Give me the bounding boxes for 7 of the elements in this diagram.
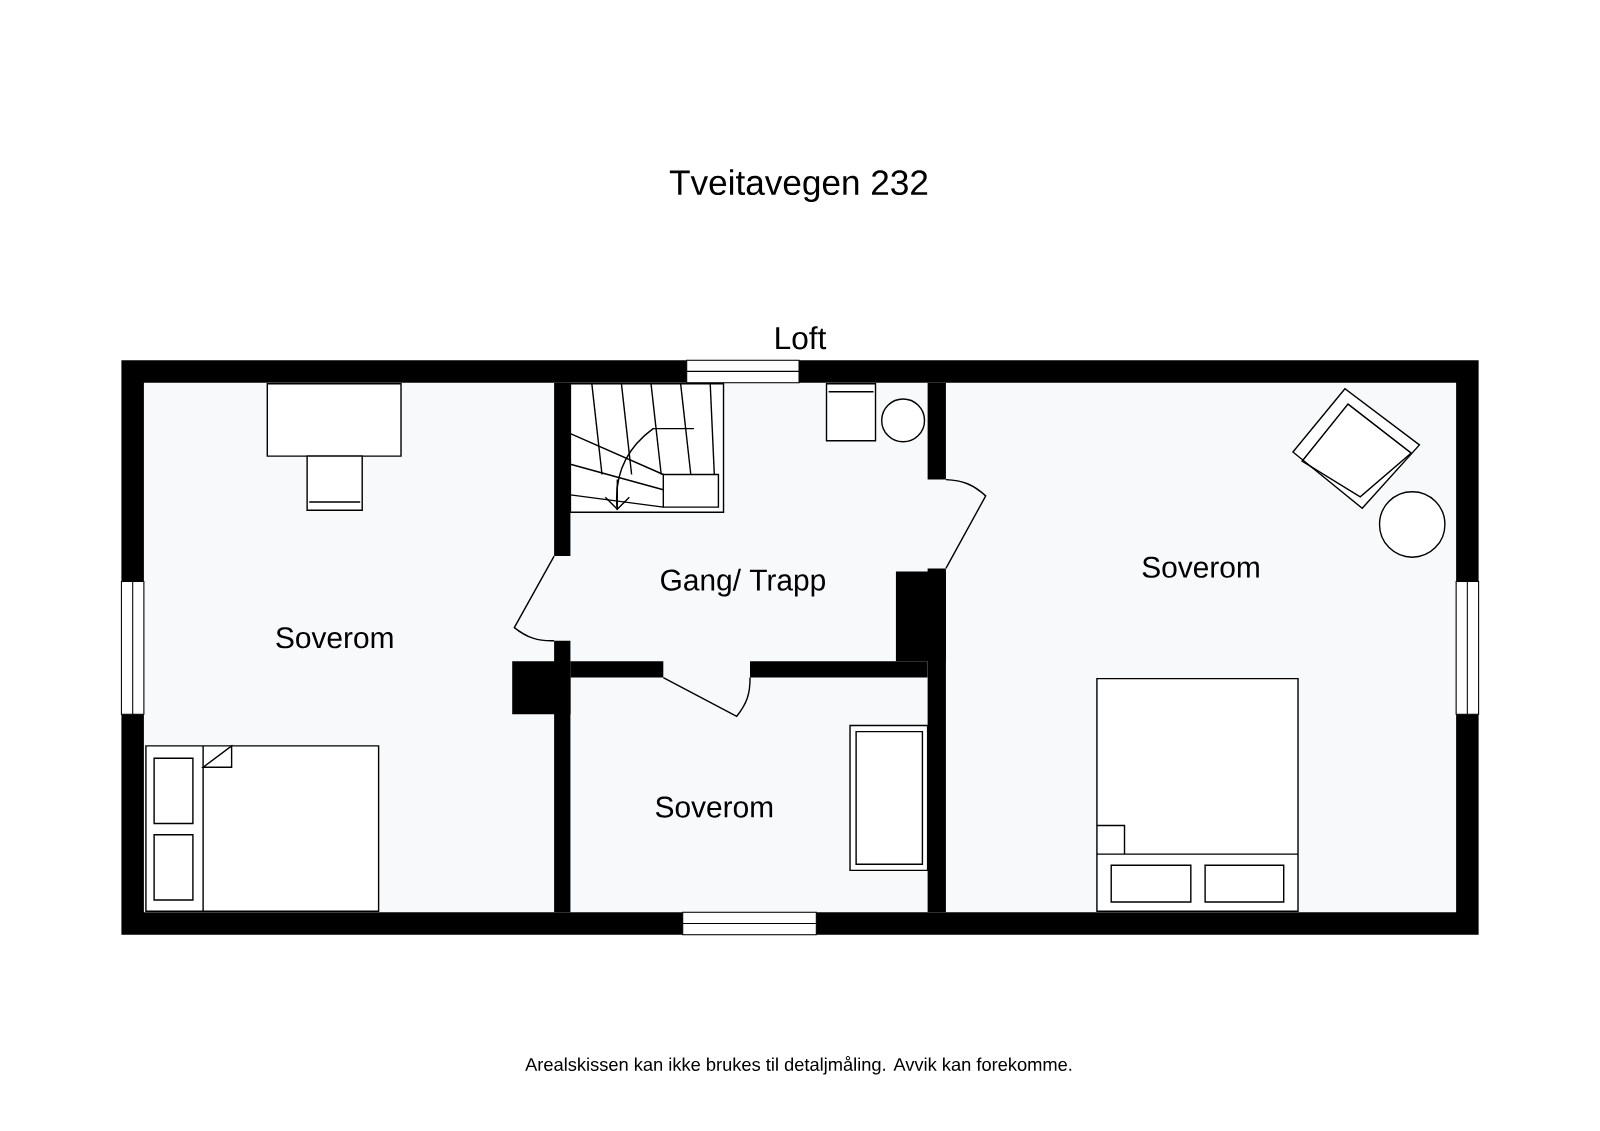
caption: Arealskissen kan ikke brukes til detaljmåling. Avvik kan forekomme. (525, 1056, 1072, 1075)
room-label: Gang/ Trapp (661, 568, 825, 597)
room-label: Soverom (1142, 556, 1259, 579)
floor-label: Loft (776, 326, 827, 350)
room-label: Soverom (276, 627, 393, 649)
room-label: Soverom (655, 796, 773, 818)
title: Tveitavegen 232 (669, 169, 928, 203)
